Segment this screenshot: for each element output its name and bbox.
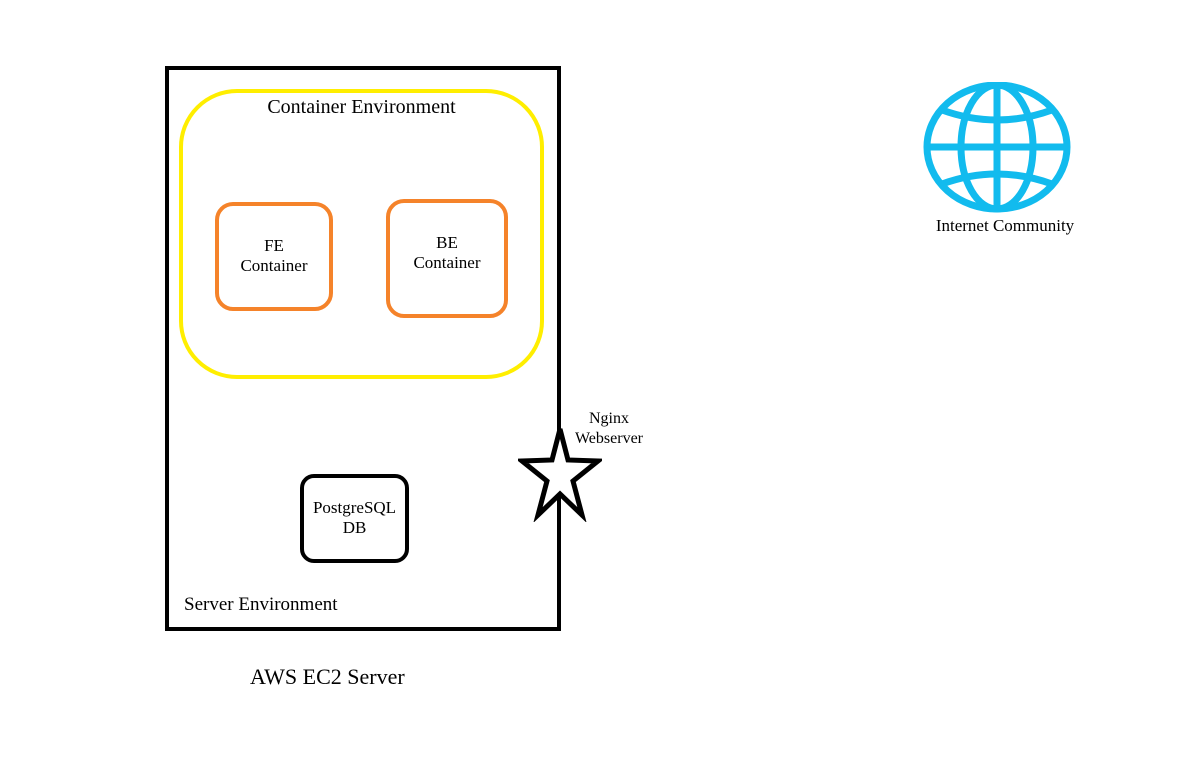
server-environment-box [165, 66, 561, 631]
be-container-box: BE Container [386, 199, 508, 318]
nginx-label-line1: Nginx [589, 410, 629, 427]
container-environment-label: Container Environment [267, 96, 456, 118]
star-icon [518, 428, 602, 522]
fe-container-label: FE Container [219, 236, 329, 276]
nginx-label-line2: Webserver [574, 430, 643, 447]
postgres-db-box: PostgreSQL DB [300, 474, 409, 563]
nginx-webserver-label: Nginx Webserver [566, 409, 652, 449]
be-container-label: BE Container [390, 233, 504, 273]
server-environment-label: Server Environment [184, 594, 338, 615]
aws-ec2-server-label: AWS EC2 Server [250, 664, 405, 689]
fe-container-label-line1: FE [264, 236, 284, 255]
be-container-label-line2: Container [413, 253, 481, 272]
postgres-db-label-line1: PostgreSQL [312, 498, 397, 517]
fe-container-box: FE Container [215, 202, 333, 311]
globe-icon [923, 82, 1071, 213]
fe-container-label-line2: Container [240, 256, 308, 275]
be-container-label-line1: BE [436, 233, 458, 252]
container-environment-box [179, 89, 544, 379]
postgres-db-label: PostgreSQL DB [304, 498, 405, 538]
internet-community-label: Internet Community [935, 216, 1075, 235]
postgres-db-label-line2: DB [342, 518, 367, 537]
